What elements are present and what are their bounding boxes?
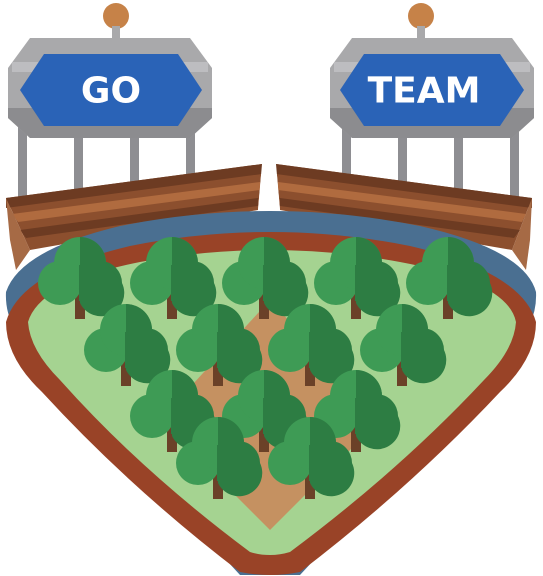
- tree: [176, 417, 263, 499]
- right-sign-text: TEAM: [368, 71, 481, 112]
- left-sign-panel: [20, 54, 202, 126]
- center-gap: [258, 164, 280, 210]
- left-sign-text: GO: [81, 71, 141, 112]
- tree: [268, 304, 355, 386]
- tree: [360, 304, 447, 386]
- right-sign-panel: [340, 54, 524, 126]
- trees-group: [38, 237, 493, 499]
- left-scoreboard-sign: GO: [8, 3, 212, 210]
- tree: [176, 304, 263, 386]
- tree: [38, 237, 125, 319]
- right-sign-posts: [342, 120, 519, 210]
- right-sign-knob: [408, 3, 434, 29]
- tree: [130, 237, 217, 319]
- left-sign-knob: [103, 3, 129, 29]
- tree: [314, 237, 401, 319]
- tree: [222, 237, 309, 319]
- right-stand: [276, 164, 532, 270]
- tree: [406, 237, 493, 319]
- tree: [84, 304, 171, 386]
- left-stand: [6, 164, 262, 270]
- tree: [268, 417, 355, 499]
- right-scoreboard-sign: TEAM: [330, 3, 534, 210]
- left-sign-posts: [18, 120, 195, 210]
- tree: [314, 370, 401, 452]
